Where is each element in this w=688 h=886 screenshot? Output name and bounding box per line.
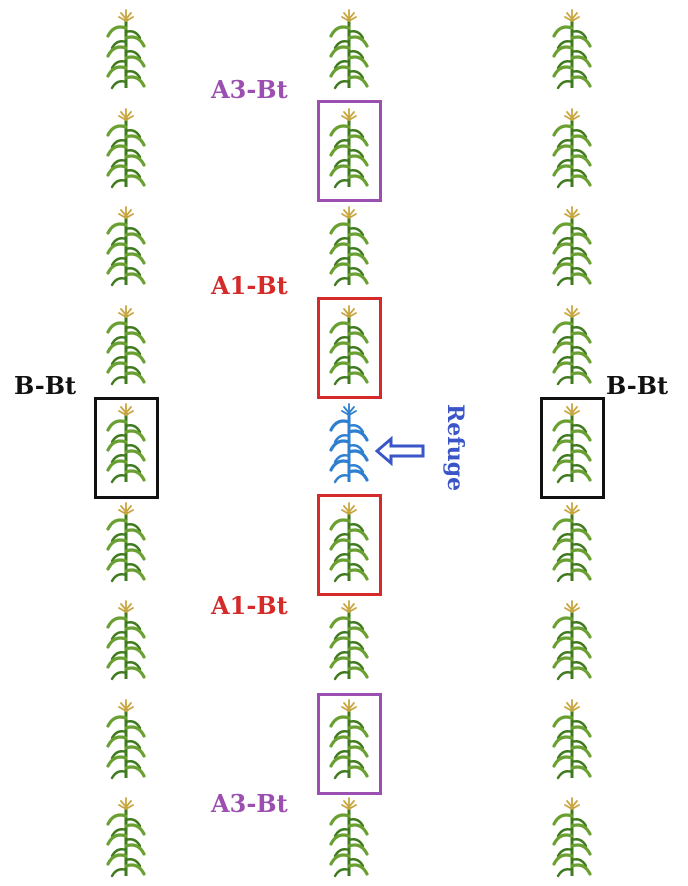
corn-plant-icon bbox=[550, 402, 594, 484]
a1-bt-label-bottom: A1-Bt bbox=[211, 591, 288, 620]
corn-plant-icon bbox=[104, 304, 148, 386]
b-bt-label-left: B-Bt bbox=[14, 371, 77, 400]
corn-plant-icon bbox=[327, 107, 371, 189]
hollow-arrow-left-icon bbox=[375, 436, 425, 466]
corn-plant-icon bbox=[550, 698, 594, 780]
corn-plant-icon bbox=[550, 796, 594, 878]
corn-plant-icon bbox=[104, 599, 148, 681]
b-bt-label-right: B-Bt bbox=[606, 371, 669, 400]
corn-plant-icon bbox=[327, 599, 371, 681]
corn-plant-icon bbox=[327, 501, 371, 583]
b-bt-box-right bbox=[540, 397, 605, 499]
corn-plant-icon bbox=[104, 107, 148, 189]
corn-plant-icon bbox=[327, 796, 371, 878]
refuge-label: Refuge bbox=[442, 404, 468, 492]
corn-plant-icon bbox=[327, 8, 371, 90]
a1-bt-box-top bbox=[317, 297, 382, 399]
corn-plant-icon bbox=[104, 8, 148, 90]
b-bt-box-left bbox=[94, 397, 159, 499]
corn-plant-icon bbox=[550, 599, 594, 681]
a3-bt-box-top bbox=[317, 100, 382, 202]
corn-plant-icon bbox=[104, 796, 148, 878]
corn-plant-icon bbox=[550, 8, 594, 90]
a1-bt-label-top: A1-Bt bbox=[211, 271, 288, 300]
corn-plant-icon bbox=[550, 205, 594, 287]
corn-plant-icon bbox=[104, 205, 148, 287]
corn-plant-icon bbox=[327, 304, 371, 386]
corn-plant-icon bbox=[550, 304, 594, 386]
corn-plant-icon bbox=[550, 501, 594, 583]
a1-bt-box-bottom bbox=[317, 494, 382, 596]
corn-plant-icon bbox=[104, 698, 148, 780]
corn-plant-icon bbox=[550, 107, 594, 189]
a3-bt-label-top: A3-Bt bbox=[211, 75, 288, 104]
refuge-corn-plant-icon bbox=[327, 402, 371, 484]
a3-bt-label-bottom: A3-Bt bbox=[211, 789, 288, 818]
corn-plant-icon bbox=[327, 205, 371, 287]
corn-plant-icon bbox=[104, 402, 148, 484]
corn-plant-icon bbox=[104, 501, 148, 583]
a3-bt-box-bottom bbox=[317, 693, 382, 795]
corn-plant-icon bbox=[327, 698, 371, 780]
